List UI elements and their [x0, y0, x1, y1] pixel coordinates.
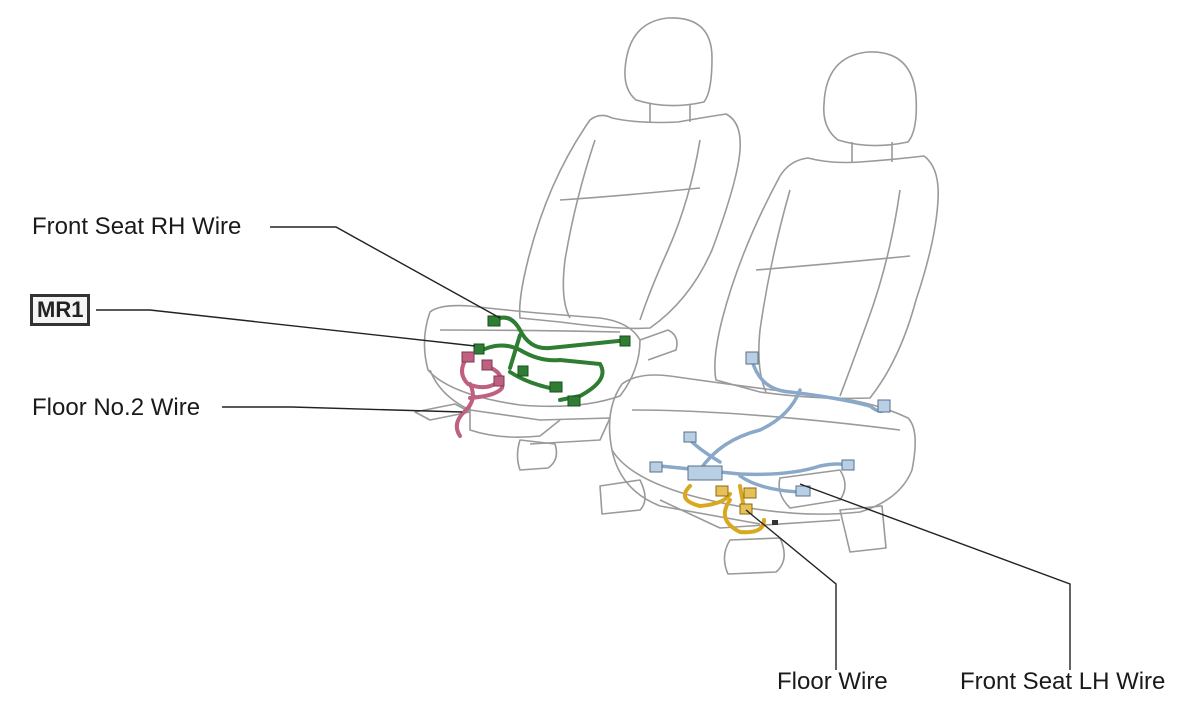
- leader-floor: [745, 509, 837, 670]
- leader-front-seat-lh: [799, 483, 1071, 670]
- leader-mr1: [96, 309, 476, 347]
- front-seat-rh-connectors: [473, 315, 631, 407]
- right-seat-outline: [414, 17, 742, 471]
- front-seat-lh-connectors: [649, 351, 891, 497]
- leader-front-seat-rh: [270, 226, 501, 319]
- leader-floor-no2: [222, 406, 463, 413]
- left-seat-outline: [599, 51, 940, 575]
- connector-icon: [772, 520, 778, 525]
- connector-code-badge: MR1: [30, 294, 91, 326]
- callout-floor-no2-wire: Floor No.2 Wire: [32, 394, 201, 421]
- callout-front-seat-rh-wire: Front Seat RH Wire: [32, 213, 242, 240]
- floor-wire-connectors: [715, 485, 757, 515]
- front-seat-rh-wire: [476, 315, 630, 402]
- leader-lines: [96, 226, 1071, 670]
- floor-no2-connectors: [461, 351, 505, 387]
- floor-no2-wire: [454, 354, 505, 438]
- callout-front-seat-lh-wire: Front Seat LH Wire: [960, 668, 1166, 695]
- callout-floor-wire: Floor Wire: [777, 668, 888, 695]
